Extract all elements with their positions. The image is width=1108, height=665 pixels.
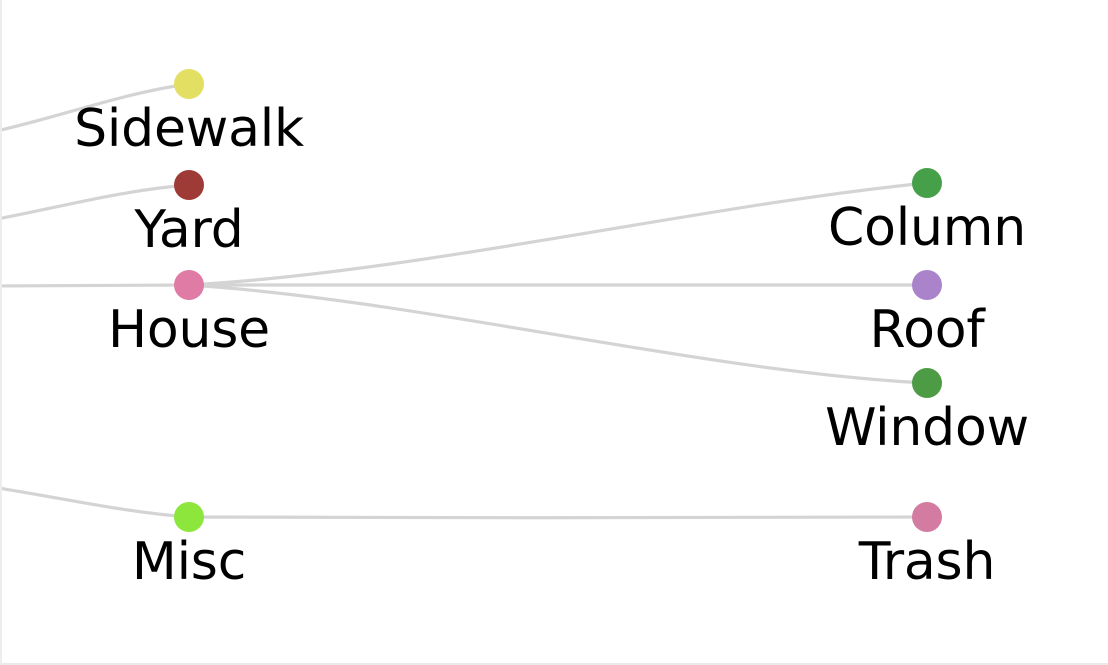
node-label-house: House xyxy=(108,300,270,360)
node-dot-roof[interactable] xyxy=(912,270,942,300)
node-label-trash: Trash xyxy=(858,532,996,592)
node-dot-column[interactable] xyxy=(912,168,942,198)
graph-edge xyxy=(2,486,191,519)
node-label-window: Window xyxy=(825,398,1029,458)
graph-edge xyxy=(187,283,929,385)
graph-edge xyxy=(187,181,929,287)
node-label-yard: Yard xyxy=(134,200,244,260)
node-dot-misc[interactable] xyxy=(174,502,204,532)
node-dot-trash[interactable] xyxy=(912,502,942,532)
node-dot-window[interactable] xyxy=(912,368,942,398)
node-label-sidewalk: Sidewalk xyxy=(74,99,304,159)
graph-edge xyxy=(2,283,191,288)
node-label-misc: Misc xyxy=(131,532,247,592)
node-dot-house[interactable] xyxy=(174,270,204,300)
graph-edge xyxy=(187,515,929,520)
node-label-column: Column xyxy=(828,198,1026,258)
node-dot-sidewalk[interactable] xyxy=(174,69,204,99)
node-label-roof: Roof xyxy=(869,300,985,360)
node-dot-yard[interactable] xyxy=(174,170,204,200)
